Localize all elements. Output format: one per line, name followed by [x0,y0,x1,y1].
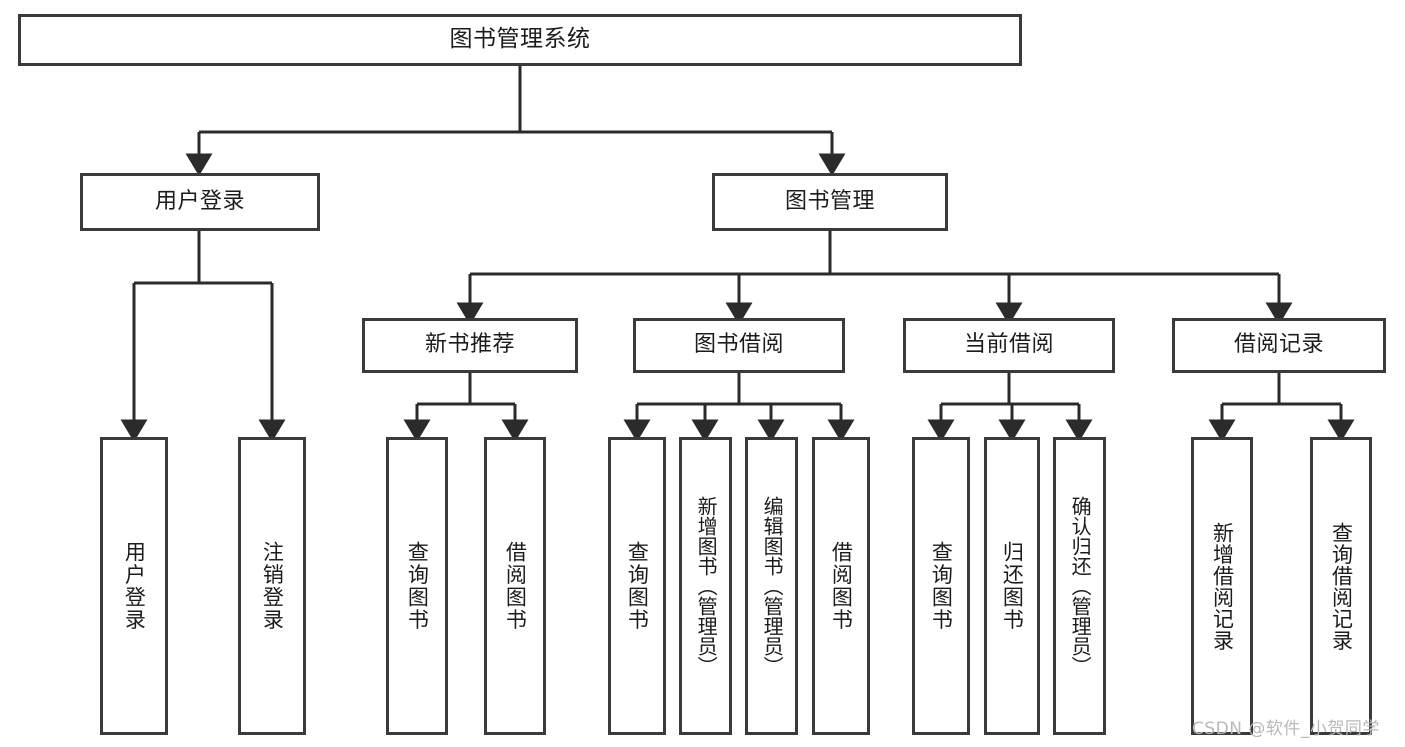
node-borrow-record-label: 借阅记录 [1233,332,1324,358]
leaf-confirm-return-admin[interactable]: 确认归还（管理员） [1053,437,1106,735]
node-book-manage-label: 图书管理 [784,188,875,214]
leaf-query-book-current-label: 查询图书 [929,541,954,631]
leaf-add-book-admin-label: 新增图书（管理员） [694,496,719,676]
node-current-borrow[interactable]: 当前借阅 [903,318,1115,373]
leaf-query-book-rec-label: 查询图书 [405,541,430,631]
leaf-query-book-rec[interactable]: 查询图书 [386,437,448,735]
leaf-user-login[interactable]: 用户登录 [100,437,168,735]
leaf-user-login-label: 用户登录 [122,541,147,631]
node-book-borrow[interactable]: 图书借阅 [633,318,845,373]
node-new-book-rec-label: 新书推荐 [424,332,515,358]
leaf-query-borrow-record-label: 查询借阅记录 [1329,521,1354,651]
leaf-return-book[interactable]: 归还图书 [984,437,1040,735]
leaf-borrow-book-borrow[interactable]: 借阅图书 [812,437,870,735]
leaf-add-book-admin[interactable]: 新增图书（管理员） [679,437,732,735]
node-current-borrow-label: 当前借阅 [963,332,1054,358]
leaf-return-book-label: 归还图书 [1000,541,1025,631]
node-new-book-rec[interactable]: 新书推荐 [362,318,578,373]
leaf-borrow-book-rec[interactable]: 借阅图书 [484,437,546,735]
csdn-watermark: CSDN @软件_小贺同学 [1192,719,1380,739]
leaf-user-logout[interactable]: 注销登录 [238,437,306,735]
leaf-borrow-book-rec-label: 借阅图书 [503,541,528,631]
node-user-login-label: 用户登录 [154,188,245,214]
node-user-login[interactable]: 用户登录 [80,173,320,231]
node-root[interactable]: 图书管理系统 [18,14,1022,66]
leaf-user-logout-label: 注销登录 [260,541,285,631]
leaf-edit-book-admin[interactable]: 编辑图书（管理员） [745,437,798,735]
leaf-confirm-return-admin-label: 确认归还（管理员） [1068,496,1093,676]
leaf-edit-book-admin-label: 编辑图书（管理员） [760,496,785,676]
leaf-borrow-book-borrow-label: 借阅图书 [829,541,854,631]
node-root-label: 图书管理系统 [449,26,591,53]
node-book-borrow-label: 图书借阅 [693,332,784,358]
leaf-query-book-borrow-label: 查询图书 [625,541,650,631]
node-book-manage[interactable]: 图书管理 [712,173,948,231]
leaf-query-book-borrow[interactable]: 查询图书 [608,437,666,735]
leaf-query-book-current[interactable]: 查询图书 [912,437,970,735]
node-borrow-record[interactable]: 借阅记录 [1172,318,1386,373]
leaf-add-borrow-record[interactable]: 新增借阅记录 [1191,437,1253,735]
leaf-add-borrow-record-label: 新增借阅记录 [1210,521,1235,651]
leaf-query-borrow-record[interactable]: 查询借阅记录 [1310,437,1372,735]
